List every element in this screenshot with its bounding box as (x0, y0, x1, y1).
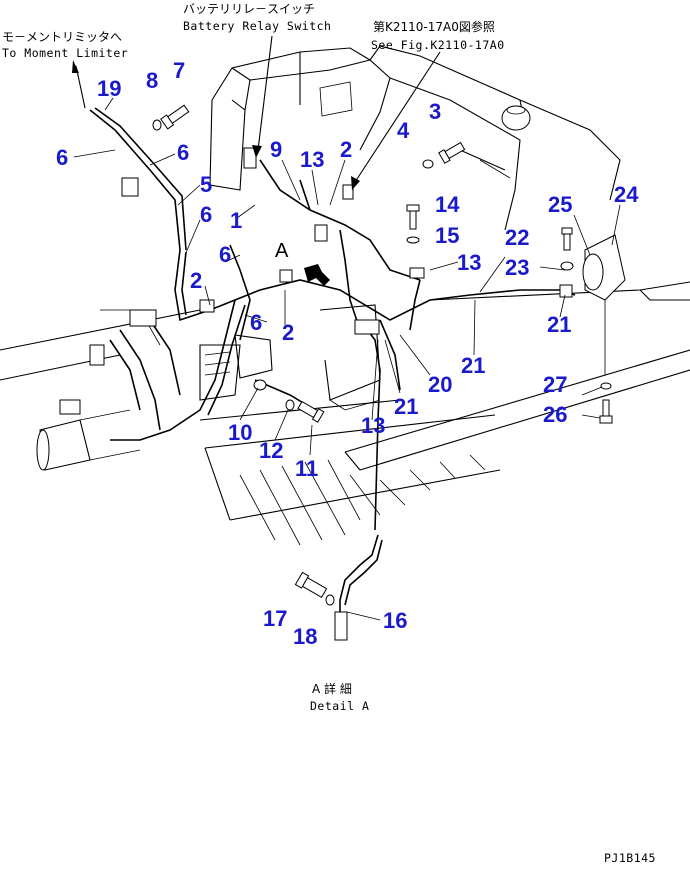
part-number: 6 (56, 145, 68, 170)
part-number: 26 (543, 402, 567, 427)
detail-label-en: Detail A (310, 699, 369, 713)
part-number: 7 (173, 58, 185, 83)
see-fig-pointer (351, 51, 441, 190)
part-number: 10 (228, 420, 252, 445)
washer-icon-8 (152, 119, 162, 131)
bolt-icon-3 (438, 141, 466, 164)
part-number: 13 (457, 250, 481, 275)
detail-label-jp: A 詳 細 (312, 681, 352, 696)
bolt-icon-22 (561, 227, 573, 251)
part-number: 22 (505, 225, 529, 250)
part-number: 9 (270, 137, 282, 162)
part-number: 11 (295, 456, 318, 481)
part-number: 2 (282, 320, 294, 345)
part-number: 13 (300, 147, 324, 172)
part-number: 23 (505, 255, 529, 280)
bolt-icon-26 (599, 399, 613, 424)
bolt-icon-7 (160, 104, 190, 130)
see-fig-label-jp: 第K2110-17A0図参照 (373, 19, 495, 34)
part-number: 6 (177, 140, 189, 165)
bolt-icon-11 (297, 400, 325, 423)
part-number: 15 (435, 223, 459, 248)
battery-relay-pointer (252, 35, 273, 158)
leader-lines (73, 97, 621, 456)
part-number: 20 (428, 372, 452, 397)
part-number: 5 (200, 172, 212, 197)
part-number-callouts: 19 8 7 6 6 5 6 2 6 9 13 2 4 3 1 14 15 13… (56, 58, 639, 649)
part-number: 19 (97, 76, 121, 101)
view-marker-label: A (275, 240, 289, 262)
rubber-mount (582, 234, 626, 375)
moment-limiter-label-jp: モ－メントリミッタへ (2, 30, 122, 44)
washer-icon-12 (285, 399, 295, 411)
part-number: 1 (230, 208, 242, 233)
part-number: 18 (293, 624, 317, 649)
part-number: 21 (394, 394, 418, 419)
part-number: 12 (259, 438, 283, 463)
moment-limiter-label-en: To Moment Limiter (2, 46, 128, 60)
part-number: 24 (614, 182, 639, 207)
part-number: 6 (219, 242, 231, 267)
part-number: 21 (547, 312, 571, 337)
clamp-icon-10 (253, 379, 267, 391)
part-number: 2 (340, 137, 352, 162)
part-number: 3 (429, 99, 441, 124)
part-number: 25 (548, 192, 572, 217)
bolt-icon-14 (406, 204, 420, 230)
view-direction-arrow (304, 264, 330, 286)
part-number: 21 (461, 353, 485, 378)
part-number: 13 (361, 413, 385, 438)
battery-relay-label-en: Battery Relay Switch (183, 19, 331, 33)
washer-icon-15 (406, 236, 420, 244)
part-number: 2 (190, 268, 202, 293)
part-number: 4 (397, 118, 410, 143)
part-number: 27 (543, 372, 567, 397)
washer-icon-4 (422, 159, 434, 169)
part-number: 16 (383, 608, 407, 633)
washer-icon-23 (560, 261, 574, 271)
drawing-code: PJ1B145 (604, 851, 656, 865)
part-number: 8 (146, 68, 158, 93)
part-number: 14 (435, 192, 460, 217)
washer-icon-27 (600, 382, 612, 390)
battery-relay-label-jp: バッテリリレ－スイッチ (183, 2, 315, 16)
detail-a-drawing (294, 534, 383, 641)
moment-limiter-arrow (72, 60, 86, 109)
part-number: 6 (250, 310, 262, 335)
part-number: 17 (263, 606, 287, 631)
see-fig-label-en: See Fig.K2110-17A0 (371, 38, 505, 52)
part-number: 6 (200, 202, 212, 227)
